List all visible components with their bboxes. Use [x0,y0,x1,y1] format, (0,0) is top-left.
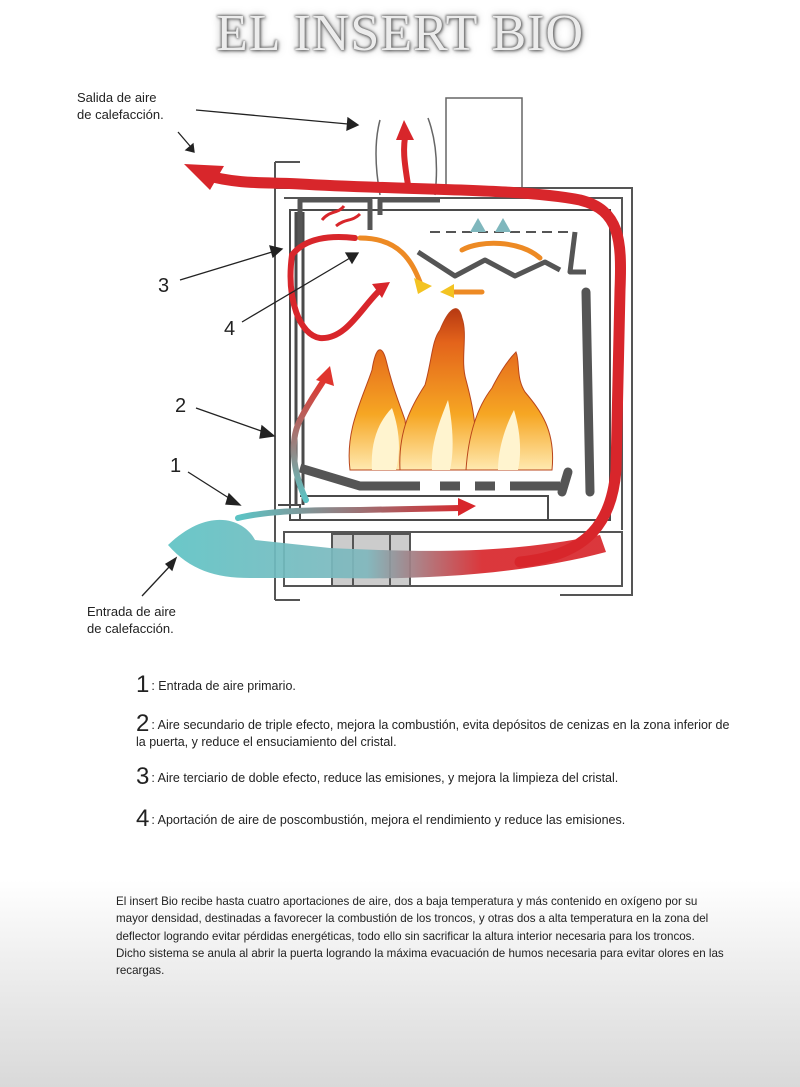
legend-text-1: : Entrada de aire primario. [151,679,296,693]
legend-number-1: 1 [136,671,150,698]
inlet-label-line2: de calefacción. [87,621,174,636]
postcombustion-arrowhead-right [440,284,454,298]
secondary-air-flow [290,377,327,503]
small-red-wisps [320,204,362,228]
description-paragraph: El insert Bio recibe hasta cuatro aporta… [116,895,724,978]
secondary-air-arrowhead [316,366,334,386]
callout-2: 2 [175,395,186,417]
tertiary-air-arrowhead [372,282,390,298]
legend-item-1: 1: Entrada de aire primario. [136,673,736,697]
postcombustion-air-flow [357,235,543,295]
callout-3: 3 [158,275,169,297]
callout-4: 4 [224,318,235,340]
outlet-label-line1: Salida de aire [77,90,157,105]
legend-number-3: 3 [136,763,150,790]
fire-flames [348,308,554,471]
tertiary-air-flow [287,233,381,342]
primary-air-flow [235,505,463,521]
legend-number-4: 4 [136,805,150,832]
fire-grate [298,463,560,491]
inlet-label-line1: Entrada de aire [87,604,176,619]
flue-arrowhead [396,120,414,140]
primary-air-arrowhead [458,498,476,516]
stove-airflow-diagram: Salida de aire de calefacción. Entrada d… [77,90,633,636]
rear-baffle [557,287,595,497]
legend-text-3: : Aire terciario de doble efecto, reduce… [151,771,619,785]
legend-item-4: 4: Aportación de aire de poscombustión, … [136,807,736,831]
chimney-flue [375,97,523,196]
legend-number-2: 2 [136,710,150,737]
postcombustion-arrowhead-left [414,278,432,294]
outlet-arrowhead [184,164,224,190]
outlet-leader-arrows [177,109,360,153]
convection-air-inlet [168,519,606,579]
legend-item-3: 3: Aire terciario de doble efecto, reduc… [136,765,736,789]
page-title: EL INSERT BIO [215,5,585,62]
inlet-leader-arrow [141,556,178,597]
outlet-label-line2: de calefacción. [77,107,164,122]
flue-gas-arrows [470,218,511,232]
legend-text-2: : Aire secundario de triple efecto, mejo… [136,718,730,749]
callout-leader-arrows [179,245,360,506]
legend-text-4: : Aportación de aire de poscombustión, m… [151,813,626,827]
callout-1: 1 [170,455,181,477]
legend-item-2: 2: Aire secundario de triple efecto, mej… [136,712,736,751]
